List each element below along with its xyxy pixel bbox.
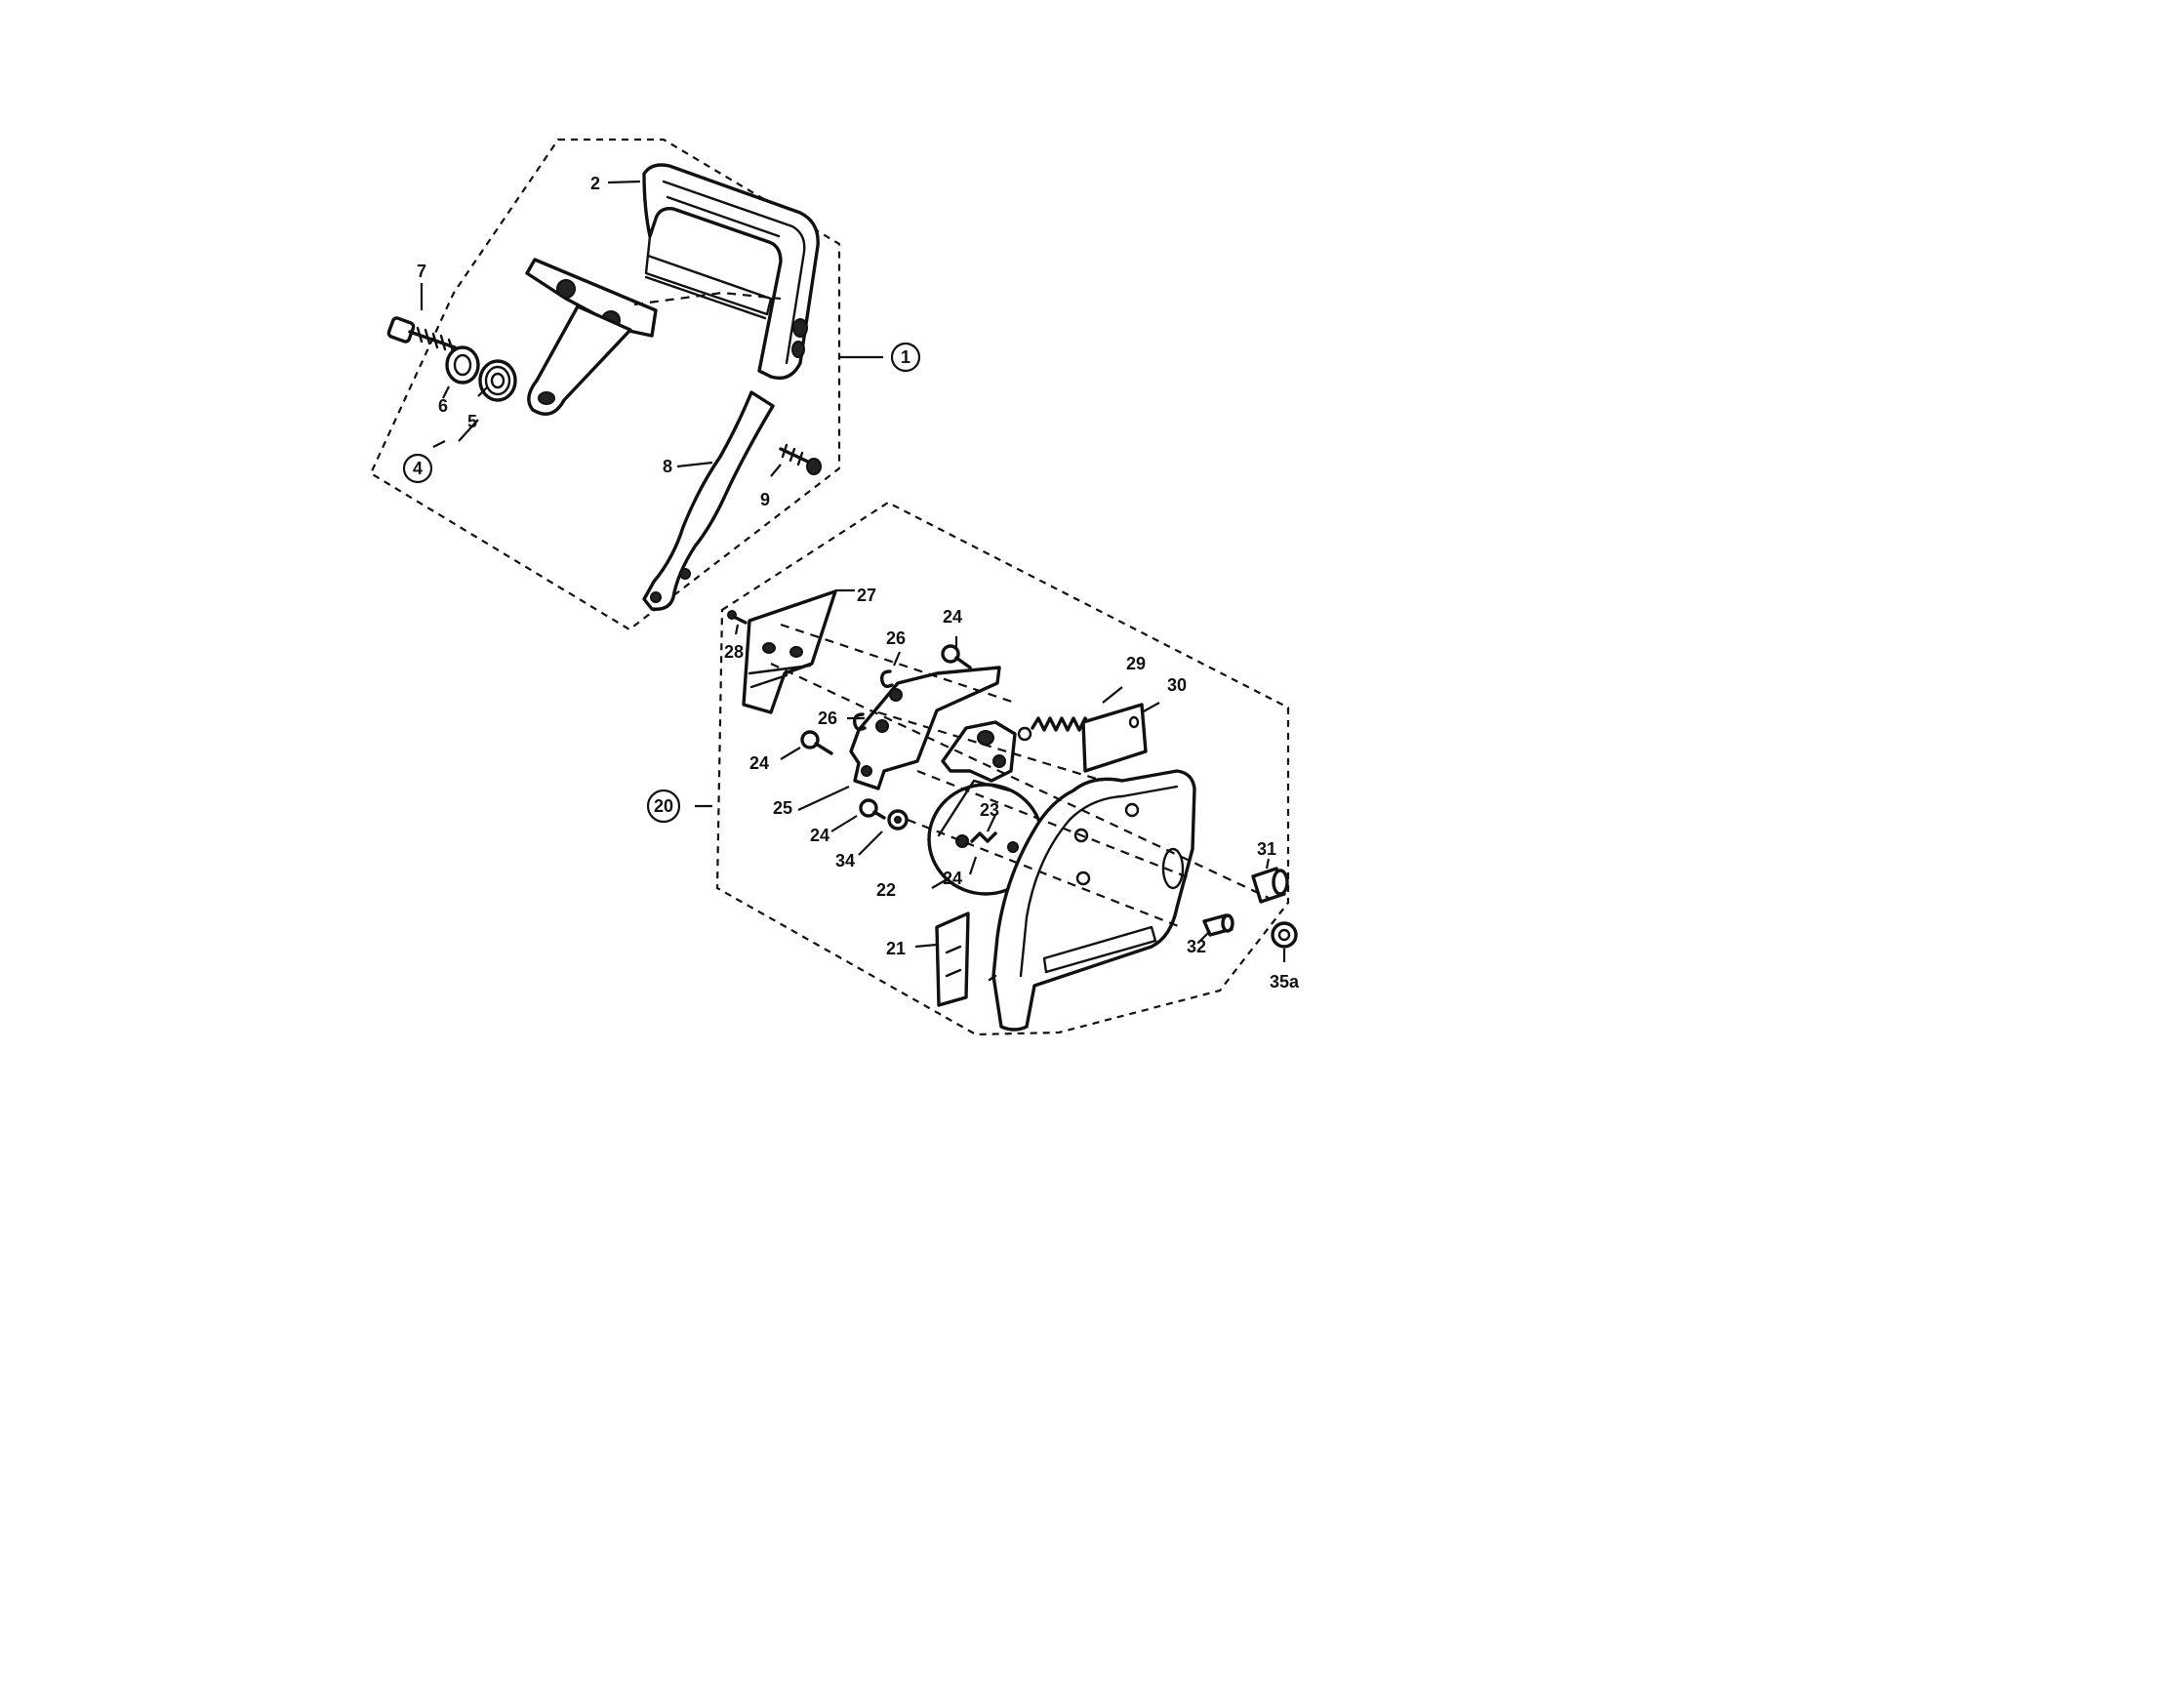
assembly-1-boundary	[369, 138, 841, 631]
cover-part-21	[935, 911, 970, 1007]
callout-24-lower: 24	[943, 869, 962, 888]
screw-part-9	[779, 443, 822, 475]
callout-22: 22	[876, 880, 896, 900]
callout-circle-20	[646, 789, 681, 824]
leader-lines	[420, 180, 1286, 962]
callout-25: 25	[773, 798, 792, 818]
screw-part-28	[727, 610, 748, 625]
callout-29: 29	[1126, 654, 1146, 673]
lever-part-8	[642, 390, 775, 611]
callout-5: 5	[467, 412, 477, 431]
clip-part-26-lower	[852, 712, 867, 732]
callout-24-mid: 24	[810, 826, 829, 845]
plate-part-30	[1081, 703, 1148, 773]
nut-part-35a	[1271, 921, 1298, 949]
callout-21: 21	[886, 939, 906, 958]
callout-7: 7	[417, 262, 426, 281]
callout-28: 28	[724, 642, 744, 662]
callout-24-left: 24	[749, 753, 769, 773]
callout-27: 27	[857, 586, 876, 605]
side-cover-housing	[988, 769, 1196, 1032]
link-plate-part-25	[849, 666, 1001, 790]
callout-2: 2	[590, 174, 600, 193]
clip-part-26-upper	[879, 669, 894, 689]
callout-24-top: 24	[943, 607, 962, 627]
pin-part-32	[1202, 913, 1234, 937]
spring-clip-part-23	[970, 831, 997, 843]
assembly-20-boundary	[715, 501, 1290, 1036]
guard-arm	[525, 258, 782, 416]
hand-guard-part-2	[642, 163, 820, 381]
bracket-part-27	[742, 589, 837, 714]
callout-6: 6	[438, 396, 448, 416]
callout-30: 30	[1167, 675, 1187, 695]
callout-26-lower: 26	[818, 709, 837, 728]
callout-8: 8	[663, 457, 672, 476]
callout-4: 4	[413, 459, 423, 478]
spring-bushing-part-5	[478, 359, 517, 402]
callout-34: 34	[835, 851, 855, 871]
callout-26-upper: 26	[886, 628, 906, 648]
callout-31: 31	[1257, 839, 1276, 859]
screw-part-24-left	[800, 730, 833, 755]
callout-circle-1	[890, 342, 921, 373]
callout-circle-4	[402, 453, 433, 484]
callout-20: 20	[654, 796, 673, 816]
screw-part-24-mid	[859, 798, 886, 820]
washer-part-34	[887, 809, 909, 830]
bushing-part-6	[445, 345, 480, 385]
screw-part-24-top	[941, 644, 972, 669]
callout-9: 9	[760, 490, 770, 509]
screw-part-7	[386, 316, 457, 353]
projection-lines	[770, 623, 1270, 929]
callout-35a: 35a	[1270, 972, 1300, 992]
callout-32: 32	[1187, 937, 1206, 956]
sleeve-part-31	[1251, 867, 1289, 904]
callout-23: 23	[980, 800, 999, 820]
callout-1: 1	[901, 347, 910, 367]
